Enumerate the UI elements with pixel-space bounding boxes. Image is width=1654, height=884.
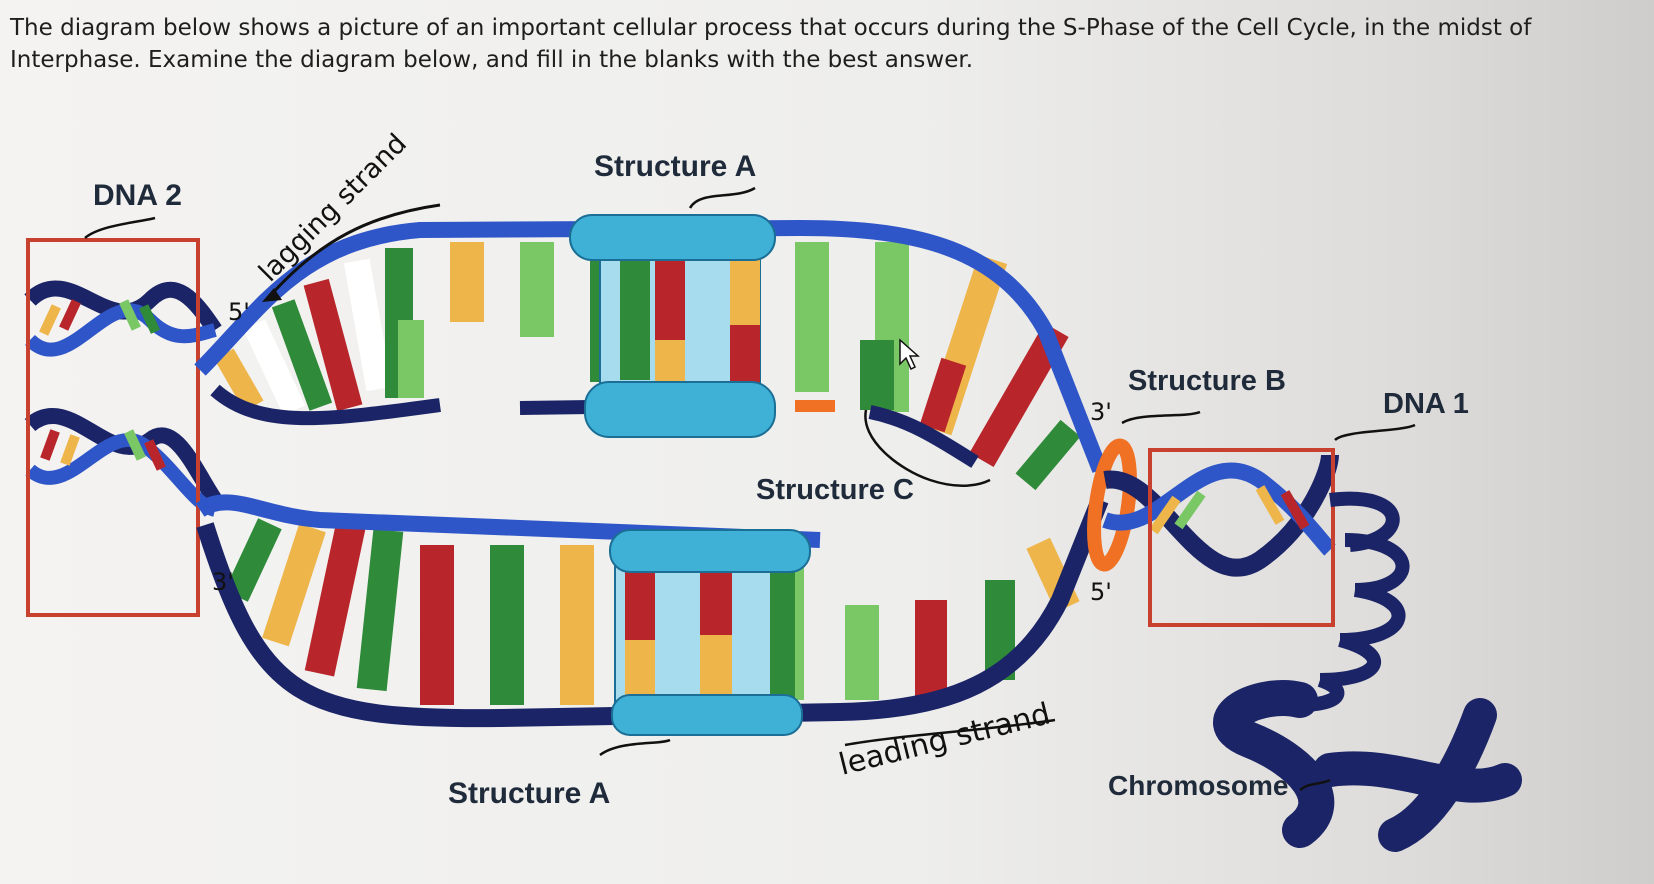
label-3prime-bottom: 3' — [212, 568, 234, 596]
lower-new-strand-top — [195, 494, 821, 548]
label-5prime-right: 5' — [1090, 578, 1112, 606]
structure-a-top-enzyme — [569, 214, 776, 438]
leader-lines — [84, 186, 1416, 792]
lagging-fragment-1 — [210, 384, 441, 426]
label-structure-c: Structure C — [756, 474, 914, 506]
question-text: The diagram below shows a picture of an … — [10, 15, 1532, 73]
structure-a-bottom-enzyme — [609, 529, 811, 736]
primer-upper — [795, 400, 835, 412]
label-3prime-right: 3' — [1090, 398, 1112, 426]
lagging-arrow-line — [268, 203, 441, 297]
label-structure-b: Structure B — [1128, 365, 1286, 397]
structure-b-helicase — [1087, 438, 1137, 572]
lagging-arrow-head — [262, 288, 282, 302]
dna2-helix-top — [24, 280, 222, 357]
label-5prime-top: 5' — [228, 298, 250, 326]
chromatin-strand — [1213, 680, 1335, 848]
upper-arm — [194, 219, 1108, 491]
label-structure-a-top: Structure A — [594, 150, 756, 183]
dna1-box — [1148, 448, 1335, 627]
dna1-helix — [1102, 454, 1339, 577]
lagging-fragment-3 — [868, 405, 979, 468]
upper-parental-strand — [194, 219, 1108, 473]
mouse-cursor-icon — [899, 338, 920, 371]
label-dna2: DNA 2 — [93, 179, 182, 212]
upper-new-bases — [398, 320, 967, 433]
chromosome-x — [1313, 698, 1522, 852]
label-structure-a-bottom: Structure A — [448, 777, 610, 810]
label-dna1: DNA 1 — [1383, 388, 1469, 420]
dna2-box — [26, 238, 200, 617]
label-chromosome: Chromosome — [1108, 770, 1288, 801]
dna2-helix-bottom — [24, 408, 222, 517]
lower-parental-strand — [196, 496, 1109, 728]
chromosome-coil — [1299, 491, 1410, 712]
